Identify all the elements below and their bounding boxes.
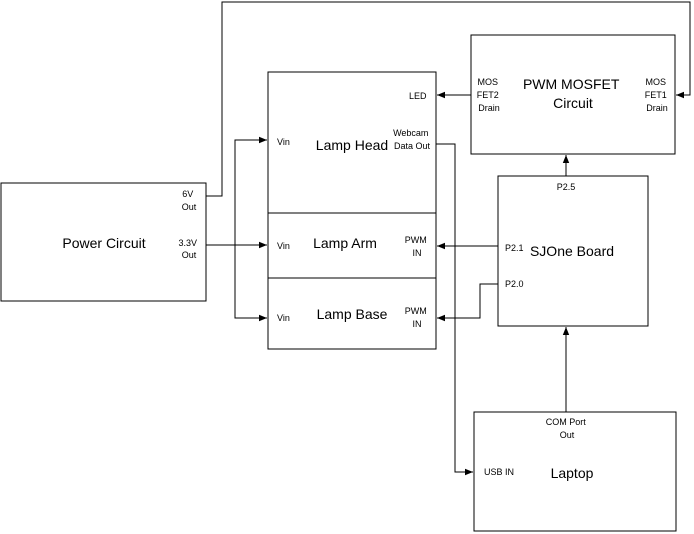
lamp-base-title: Lamp Base [317, 306, 388, 322]
wire-3v3-to-lamp-head [234, 136, 267, 245]
lamp-base-pwm-label: PWM IN [405, 306, 430, 329]
power-circuit-block: Power Circuit 6V Out 3.3V Out [0, 182, 207, 302]
sjone-p21-label: P2.1 [505, 243, 524, 253]
lamp-base-block: Lamp Base Vin PWM IN [267, 277, 437, 350]
lamp-head-vin-label: Vin [277, 137, 290, 147]
laptop-title: Laptop [551, 465, 594, 481]
sjone-p20-label: P2.0 [505, 279, 524, 289]
sjone-p25-label: P2.5 [557, 182, 576, 192]
lamp-arm-pwm-label: PWM IN [405, 235, 430, 258]
lamp-head-led-label: LED [409, 91, 427, 101]
lamp-arm-block: Lamp Arm Vin PWM IN [267, 212, 437, 279]
lamp-arm-title: Lamp Arm [313, 235, 377, 251]
mosfet1-drain-label: MOS FET1 Drain [645, 77, 670, 113]
lamp-head-block: Lamp Head Vin LED Webcam Data Out [267, 71, 437, 214]
laptop-com-label: COM Port Out [546, 417, 589, 440]
power-3v3-port-label: 3.3V Out [178, 238, 199, 260]
wire-3v3-to-lamp-base [234, 245, 267, 322]
lamp-arm-vin-label: Vin [277, 241, 290, 251]
wire-6v-to-mosfet1 [206, 1, 691, 197]
power-circuit-title: Power Circuit [62, 235, 145, 251]
pwm-mosfet-title: PWM MOSFET Circuit [523, 76, 623, 111]
lamp-base-vin-label: Vin [277, 313, 290, 323]
laptop-usb-label: USB IN [484, 467, 514, 477]
mosfet2-drain-label: MOS FET2 Drain [477, 77, 502, 113]
sjone-board-title: SJOne Board [530, 243, 614, 259]
pwm-mosfet-block: PWM MOSFET Circuit MOS FET2 Drain MOS FE… [470, 34, 676, 155]
wire-p20-to-lamp-base-pwm [437, 283, 498, 322]
wire-webcam-to-usb [436, 143, 473, 476]
lamp-head-webcam-label: Webcam Data Out [393, 128, 431, 151]
sjone-board-block: SJOne Board P2.5 P2.1 P2.0 [497, 175, 649, 327]
lamp-head-title: Lamp Head [316, 137, 388, 153]
laptop-block: Laptop USB IN COM Port Out [473, 411, 677, 532]
power-6v-port-label: 6V Out [182, 189, 197, 212]
